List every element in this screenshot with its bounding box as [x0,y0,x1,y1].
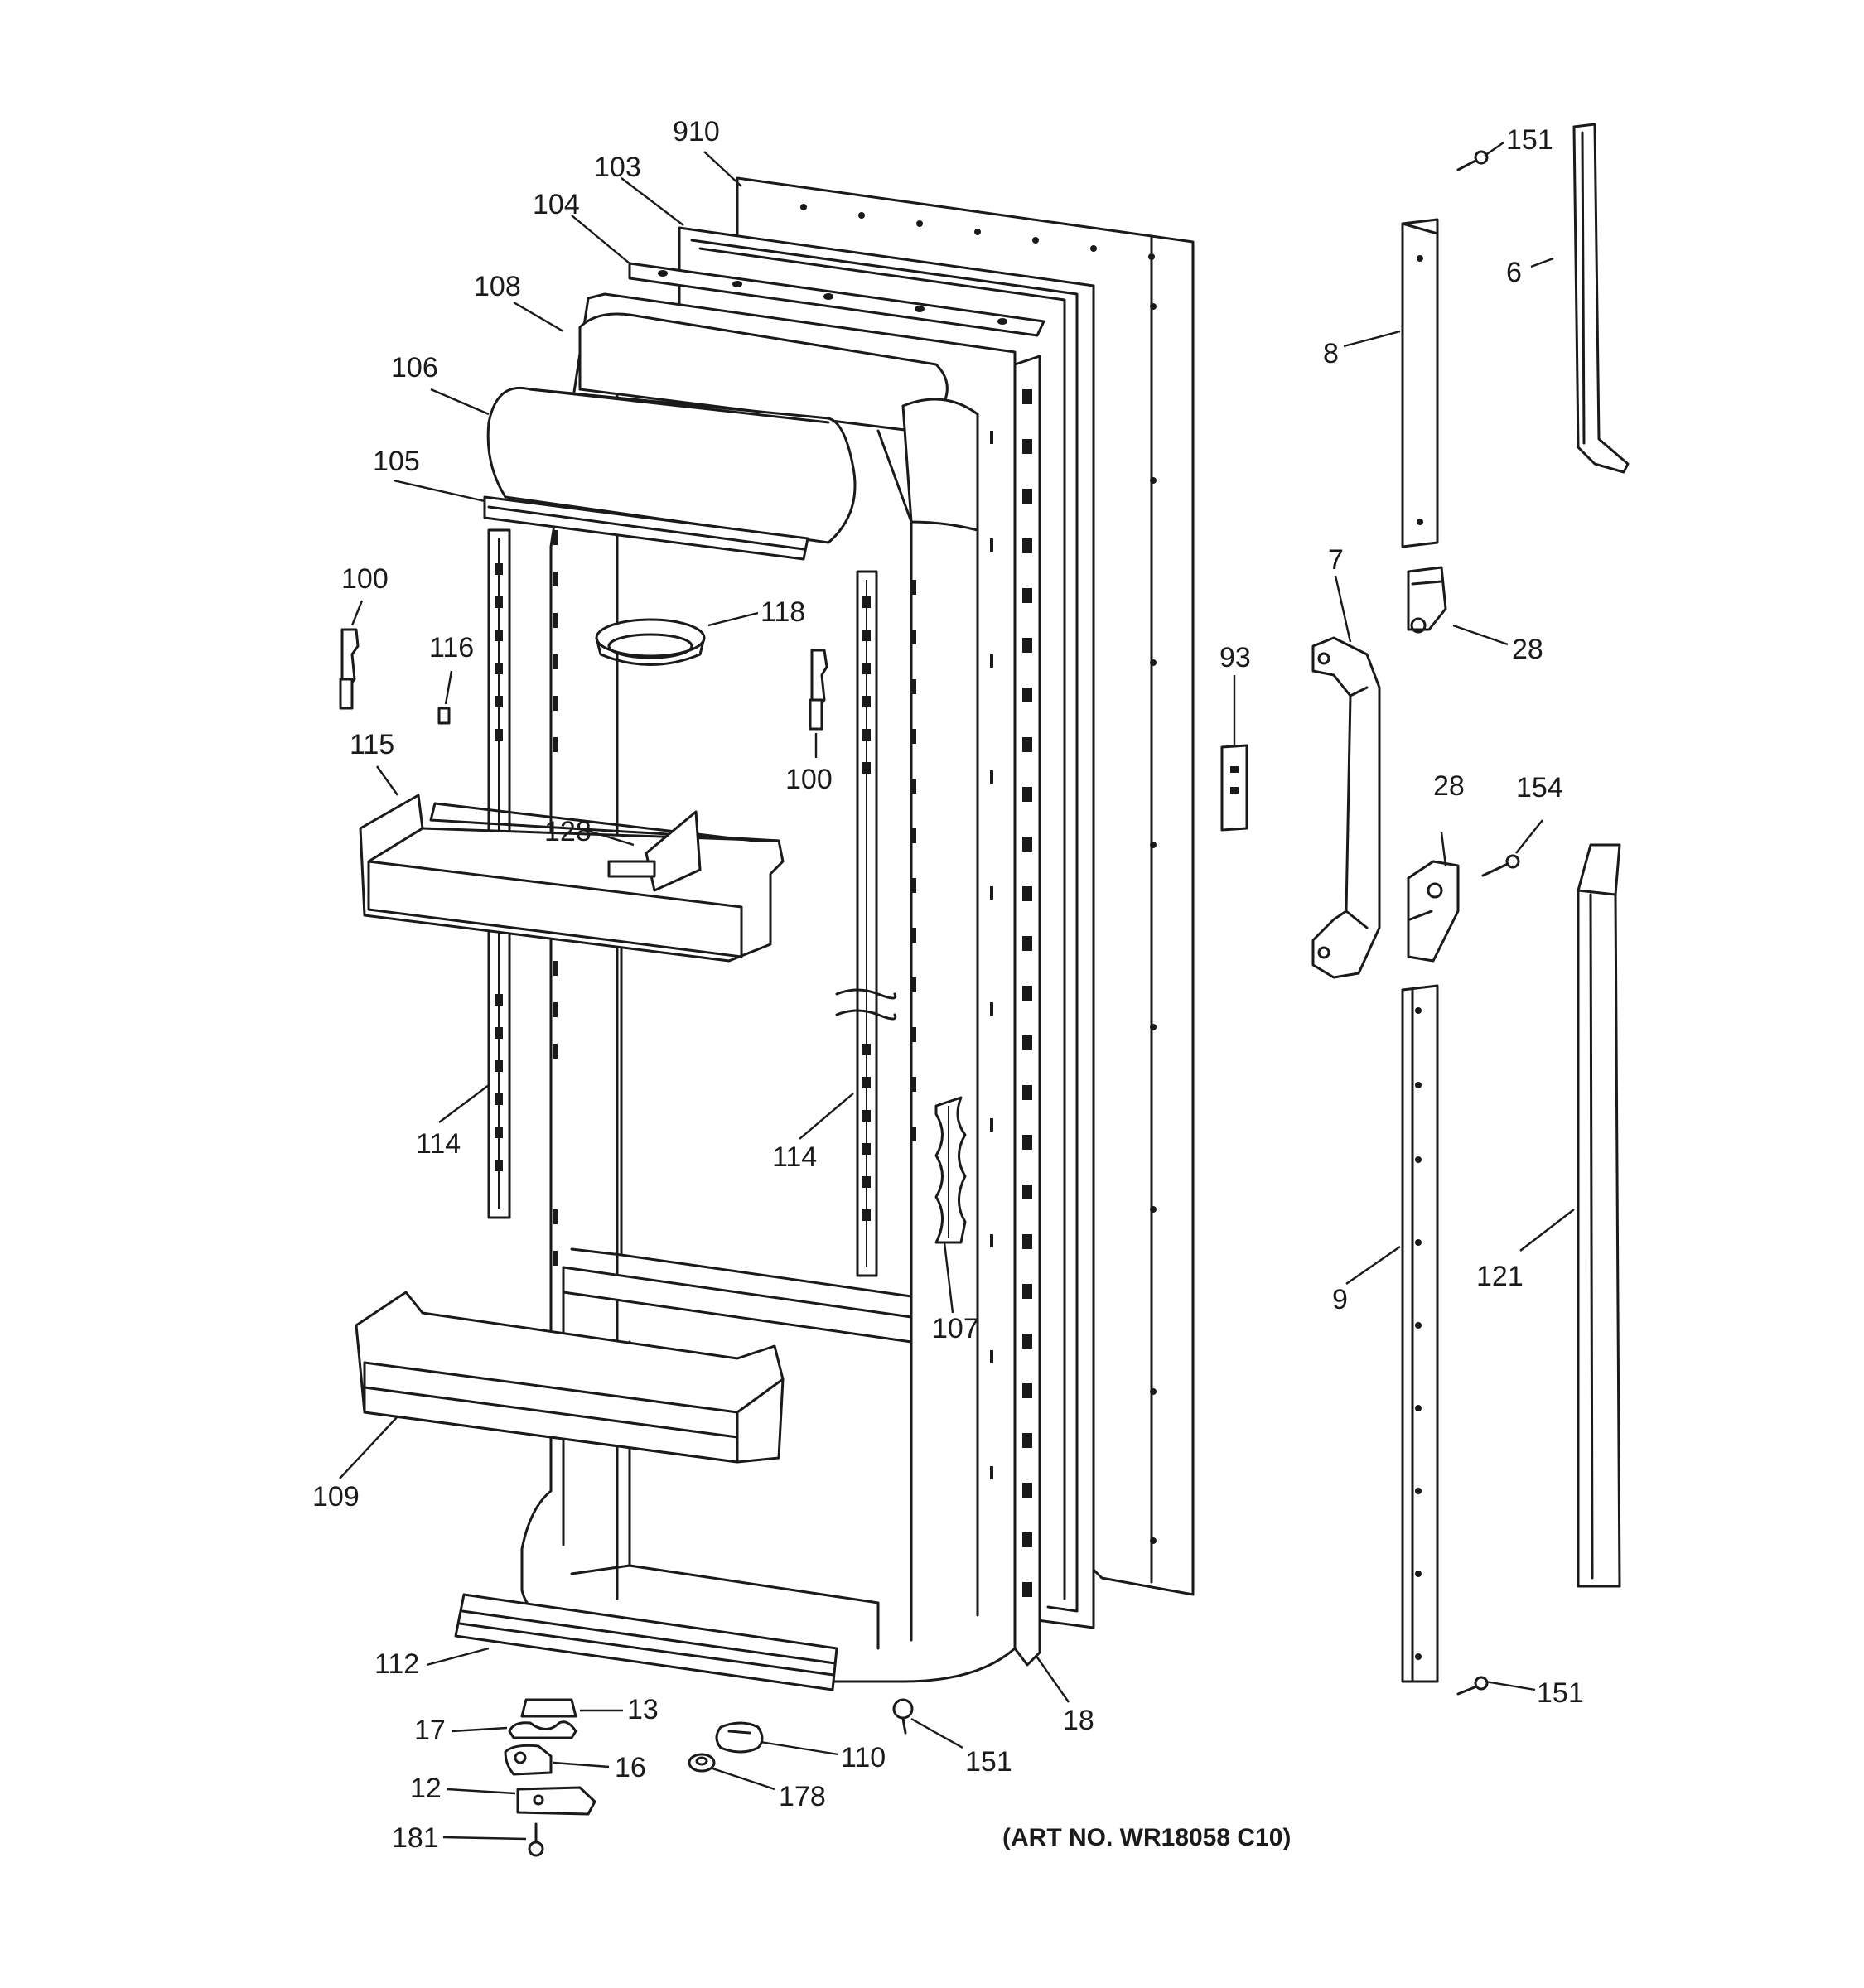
door-stop [1220,744,1248,832]
shelf-rail-right [835,570,897,1277]
callout-13: 13 [627,1694,659,1725]
hinge-side-strip [1013,355,1041,1667]
art-number: (ART NO. WR18058 C10) [1002,1824,1291,1851]
callout-110: 110 [841,1742,886,1773]
callout-100-right: 100 [785,764,833,795]
door-handle [1311,636,1381,979]
callout-93: 93 [1219,642,1251,673]
callout-114-right: 114 [772,1141,817,1173]
callout-104: 104 [533,189,580,220]
hinge-cam-16 [504,1744,553,1776]
callout-18: 18 [1063,1705,1094,1736]
door-closer-washer-178 [688,1753,716,1773]
callout-116: 116 [429,632,474,663]
screw-181 [528,1822,544,1857]
hinge-bracket-12 [516,1786,596,1816]
callout-106: 106 [391,352,438,384]
handle-mount-upper [1407,566,1447,634]
callout-910: 910 [673,116,720,147]
callout-8: 8 [1323,338,1339,369]
callout-105: 105 [373,446,420,477]
hinge-shim-13 [520,1698,577,1718]
callout-28-upper: 28 [1512,634,1543,665]
hinge-spring-17 [508,1720,577,1740]
handle-trim-lower [1401,984,1439,1683]
handle-trim-upper [1401,218,1439,548]
callout-labels: 910 103 104 108 106 105 100 116 118 100 … [312,116,1584,1854]
callout-108: 108 [474,271,521,302]
callout-181: 181 [392,1822,439,1854]
shelf-support-left [339,628,360,710]
lower-door-bin [355,1291,785,1464]
leader-lines [339,142,1575,1841]
handle-cap-lower [1577,843,1621,1588]
callout-7: 7 [1328,544,1344,576]
foam-insert [934,1096,967,1244]
door-closer-110 [715,1721,764,1754]
callout-112: 112 [374,1648,419,1680]
screw-151-door [892,1698,914,1735]
callout-103: 103 [594,152,641,183]
callout-28-lower: 28 [1433,770,1465,802]
callout-128: 128 [544,816,592,847]
shelf-support-small [437,707,451,725]
callout-151-bottom: 151 [1537,1677,1584,1709]
callout-178: 178 [779,1781,826,1812]
callout-16: 16 [615,1752,646,1783]
shelf-support-right [809,649,828,731]
callout-9: 9 [1332,1284,1348,1315]
callout-107: 107 [932,1313,979,1344]
screw-151-top [1456,150,1489,171]
dairy-compartment [483,312,979,561]
callout-121: 121 [1476,1261,1524,1292]
callout-17: 17 [414,1715,446,1746]
callout-115: 115 [350,729,394,760]
callout-109: 109 [312,1481,360,1513]
upper-door-bin [359,794,785,963]
bottom-trim [454,1593,838,1691]
callout-151-top: 151 [1506,124,1553,156]
callout-12: 12 [410,1773,442,1804]
callout-100-left: 100 [341,563,389,595]
screw-151-bottom-right [1456,1676,1489,1696]
callout-151-door: 151 [965,1746,1012,1778]
callout-114-left: 114 [416,1128,461,1160]
egg-tray [595,618,706,666]
callout-6: 6 [1506,257,1522,288]
handle-mount-lower [1407,860,1460,963]
breaker-strip-top [628,262,1045,337]
callout-118: 118 [761,596,805,628]
callout-154: 154 [1516,772,1563,803]
handle-cap-upper [1572,123,1630,474]
screw-154 [1481,854,1520,877]
